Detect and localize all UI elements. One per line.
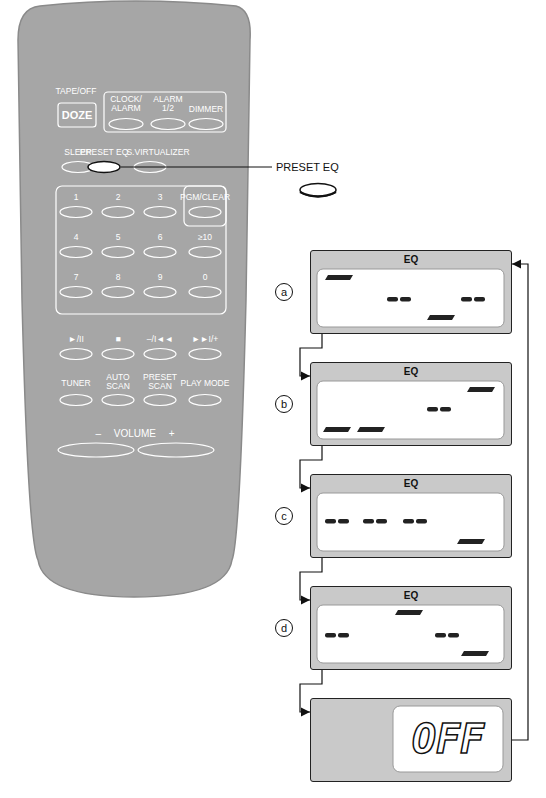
button-label: PLAY MODE	[181, 379, 230, 388]
button-label: TAPE/OFF	[56, 87, 97, 96]
button-label: AUTO SCAN	[103, 373, 133, 392]
leader-line	[121, 167, 272, 168]
button-label: – VOLUME +	[95, 428, 174, 439]
button-label: 3	[158, 193, 163, 202]
remote-buttons	[56, 92, 226, 457]
button-label: DIMMER	[189, 105, 223, 114]
callout-button-shadow	[300, 192, 336, 197]
button-label: PRESET SCAN	[143, 373, 177, 392]
button-label: –/I◄◄	[147, 335, 173, 344]
button-label: 8	[116, 273, 121, 282]
display-heading: EQ	[311, 254, 511, 265]
lcd-display: EQ	[310, 362, 512, 446]
button-label: 2	[116, 193, 121, 202]
button-label: ALARM 1/2	[151, 95, 185, 114]
callout-letter: a	[275, 283, 293, 301]
display-heading: EQ	[311, 366, 511, 377]
preset-eq-button	[88, 162, 120, 173]
lcd-display: EQ	[310, 586, 512, 670]
cycle-arrow	[512, 260, 528, 741]
button-label: PGM/CLEAR	[180, 193, 230, 202]
display-text: OFF	[393, 706, 503, 772]
callout-label: PRESET EQ	[276, 161, 339, 173]
lcd-display: OFF	[310, 698, 512, 782]
callout-letter: d	[275, 619, 293, 637]
button-label: ■	[115, 335, 120, 344]
callout-letter: b	[275, 395, 293, 413]
lcd-display: EQ	[310, 474, 512, 558]
button-label: 9	[158, 273, 163, 282]
button-label: 0	[203, 273, 208, 282]
display-heading: EQ	[311, 590, 511, 601]
callout-letter: c	[275, 507, 293, 525]
button-label: 7	[74, 273, 79, 282]
button-label: ≥10	[198, 233, 212, 242]
button-label: ►►I/+	[192, 335, 219, 344]
button-label: S.VIRTUALIZER	[126, 148, 189, 157]
button-label: TUNER	[61, 379, 90, 388]
button-label: ►/II	[68, 335, 84, 344]
display-heading: EQ	[311, 478, 511, 489]
lcd-display: EQ	[310, 250, 512, 334]
button-label: 4	[74, 233, 79, 242]
button-label: PRESET EQ	[80, 148, 129, 157]
button-label: 1	[74, 193, 79, 202]
button-label: DOZE	[62, 109, 93, 121]
remote-body	[18, 1, 250, 597]
callout-button-icon	[300, 184, 336, 197]
button-label: 5	[116, 233, 121, 242]
button-label: CLOCK/ ALARM	[108, 95, 144, 114]
button-label: 6	[158, 233, 163, 242]
